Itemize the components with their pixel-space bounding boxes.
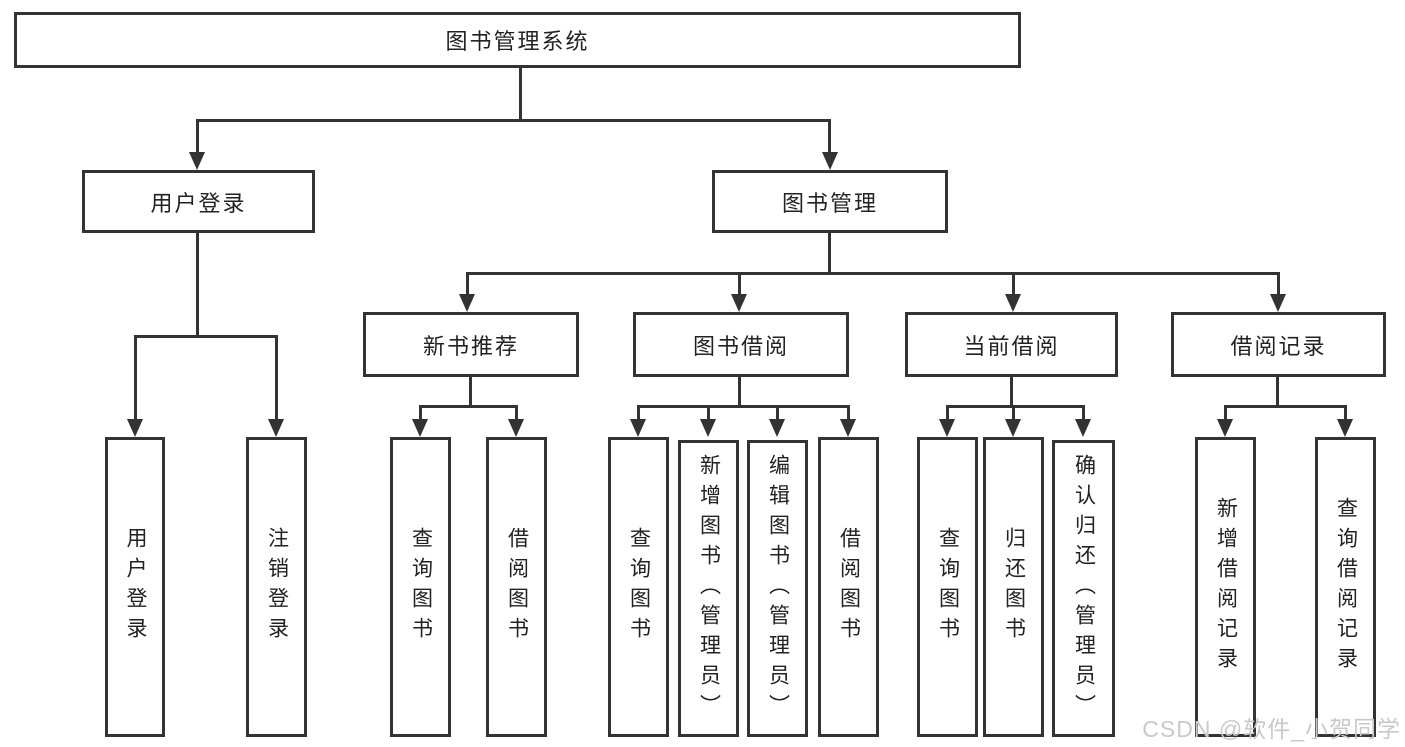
node-user-login: 用户登录 <box>82 170 315 233</box>
leaf-query-books-3: 查询图书 <box>917 437 978 737</box>
connector-hline <box>946 405 1085 408</box>
arrow-down-icon <box>268 419 284 437</box>
leaf-query-books-1: 查询图书 <box>390 437 451 737</box>
connector-vline <box>637 405 640 422</box>
leaf-confirm-return-admin: 确认归还（管理员） <box>1052 440 1115 737</box>
connector-vline <box>1224 405 1227 422</box>
node-root: 图书管理系统 <box>14 12 1021 68</box>
arrow-down-icon <box>189 152 205 170</box>
connector-vline <box>275 335 278 421</box>
arrow-down-icon <box>769 419 785 437</box>
arrow-down-icon <box>1270 294 1286 312</box>
arrow-down-icon <box>700 419 716 437</box>
connector-vline <box>466 272 469 298</box>
node-book-management: 图书管理 <box>712 170 948 233</box>
connector-vline <box>419 405 422 422</box>
connector-hline <box>466 272 1280 275</box>
connector-vline <box>828 233 831 275</box>
arrow-down-icon <box>1005 294 1021 312</box>
connector-vline <box>828 119 831 154</box>
leaf-add-books-admin: 新增图书（管理员） <box>678 440 739 737</box>
connector-hline <box>1224 405 1347 408</box>
connector-hline <box>419 405 518 408</box>
arrow-down-icon <box>127 419 143 437</box>
node-current-borrow: 当前借阅 <box>905 312 1118 377</box>
arrow-down-icon <box>840 419 856 437</box>
arrow-down-icon <box>1075 419 1091 437</box>
node-new-book-recommend: 新书推荐 <box>363 312 579 377</box>
connector-vline <box>946 405 949 422</box>
connector-vline <box>134 335 137 421</box>
connector-vline <box>515 405 518 422</box>
connector-vline <box>469 377 472 408</box>
arrow-down-icon <box>731 294 747 312</box>
leaf-borrow-books-2: 借阅图书 <box>818 437 879 737</box>
connector-vline <box>776 405 779 422</box>
connector-vline <box>196 233 199 337</box>
leaf-return-books: 归还图书 <box>983 437 1044 737</box>
connector-vline <box>738 377 741 408</box>
csdn-watermark: CSDN @软件_小贺同学 <box>1142 716 1401 742</box>
connector-vline <box>738 272 741 298</box>
connector-vline <box>1277 272 1280 298</box>
connector-hline <box>196 119 831 122</box>
arrow-down-icon <box>939 419 955 437</box>
leaf-add-borrow-record: 新增借阅记录 <box>1195 437 1256 737</box>
arrow-down-icon <box>1005 419 1021 437</box>
arrow-down-icon <box>1217 419 1233 437</box>
connector-vline <box>1012 272 1015 298</box>
leaf-logout: 注销登录 <box>246 437 307 737</box>
node-borrow-records: 借阅记录 <box>1171 312 1386 377</box>
connector-vline <box>196 119 199 154</box>
arrow-down-icon <box>630 419 646 437</box>
connector-vline <box>519 68 522 121</box>
connector-vline <box>707 405 710 422</box>
arrow-down-icon <box>822 152 838 170</box>
connector-vline <box>1010 377 1013 408</box>
leaf-user-login: 用户登录 <box>105 437 165 737</box>
connector-vline <box>847 405 850 422</box>
node-book-borrow: 图书借阅 <box>633 312 849 377</box>
connector-vline <box>1012 405 1015 422</box>
arrow-down-icon <box>412 419 428 437</box>
arrow-down-icon <box>459 294 475 312</box>
connector-hline <box>134 335 278 338</box>
connector-vline <box>1082 405 1085 422</box>
arrow-down-icon <box>1337 419 1353 437</box>
connector-vline <box>1276 377 1279 408</box>
connector-vline <box>1344 405 1347 422</box>
arrow-down-icon <box>508 419 524 437</box>
connector-hline <box>637 405 849 408</box>
leaf-query-books-2: 查询图书 <box>608 437 669 737</box>
leaf-borrow-books-1: 借阅图书 <box>486 437 547 737</box>
leaf-query-borrow-record: 查询借阅记录 <box>1315 437 1376 737</box>
leaf-edit-books-admin: 编辑图书（管理员） <box>747 440 808 737</box>
